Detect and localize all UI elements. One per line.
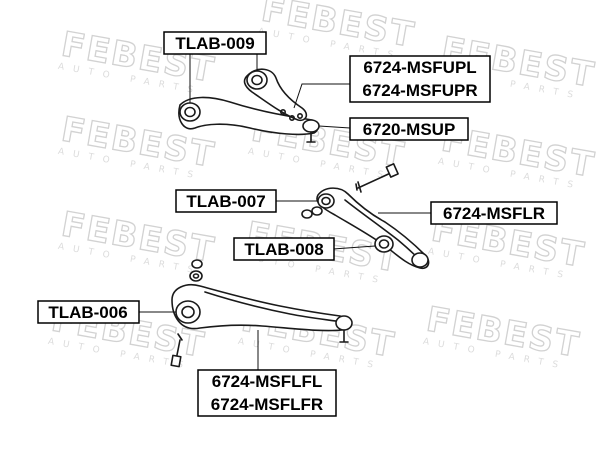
label-box bbox=[175, 189, 277, 213]
label-text: TLAB-006 bbox=[48, 303, 127, 322]
rear-arm-bushing-top-inner bbox=[321, 196, 331, 206]
label-msup: 6720-MSUP bbox=[349, 117, 469, 141]
front-lower-arm bbox=[170, 259, 353, 368]
nut-hole bbox=[192, 273, 200, 279]
label-box bbox=[197, 369, 337, 417]
label-text: TLAB-008 bbox=[244, 240, 323, 259]
rear-arm-end-eye bbox=[411, 252, 429, 268]
front-bolt-head bbox=[170, 354, 182, 368]
leader-msup bbox=[318, 125, 351, 129]
rear-arm-bushing-top bbox=[317, 193, 335, 209]
label-text-msflfr: 6724-MSFLFR bbox=[211, 395, 323, 414]
upper-arm-hole bbox=[288, 115, 295, 122]
label-box bbox=[233, 237, 335, 261]
upper-arm-bushing-top-inner bbox=[251, 74, 263, 86]
upper-ball-joint-stud bbox=[306, 131, 316, 143]
upper-arm-hole bbox=[296, 113, 303, 120]
upper-arm-bushing-top bbox=[246, 70, 268, 90]
upper-arm-hole bbox=[279, 109, 286, 116]
label-msflf: 6724-MSFLFL 6724-MSFLFR bbox=[197, 369, 337, 417]
label-tlab-006: TLAB-006 bbox=[37, 300, 140, 324]
label-tlab-009: TLAB-009 bbox=[163, 31, 267, 55]
washer bbox=[301, 209, 313, 219]
label-box bbox=[349, 117, 469, 141]
rear-arm-body bbox=[316, 187, 430, 270]
label-text: TLAB-009 bbox=[175, 34, 254, 53]
label-text-msfupr: 6724-MSFUPR bbox=[362, 81, 477, 100]
rear-arm-bushing-lower bbox=[374, 235, 394, 253]
front-bolt-tip bbox=[177, 333, 183, 341]
front-ball-joint bbox=[335, 315, 353, 331]
label-box bbox=[349, 55, 491, 103]
bolt-head bbox=[385, 163, 399, 178]
label-tlab-007: TLAB-007 bbox=[175, 189, 277, 213]
leader-lines bbox=[139, 50, 431, 370]
upper-control-arm bbox=[178, 68, 320, 143]
label-box bbox=[37, 300, 140, 324]
upper-arm-bushing-left bbox=[179, 102, 201, 122]
label-text: TLAB-007 bbox=[186, 192, 265, 211]
front-arm-bushing bbox=[175, 300, 201, 324]
label-text-msflfl: 6724-MSFLFL bbox=[212, 372, 323, 391]
front-arm-rib bbox=[204, 291, 343, 323]
label-text-msfupl: 6724-MSFUPL bbox=[363, 58, 476, 77]
label-tlab-008: TLAB-008 bbox=[233, 237, 335, 261]
washer bbox=[311, 206, 323, 216]
label-msfup: 6724-MSFUPL 6724-MSFUPR bbox=[349, 55, 491, 103]
front-ball-joint-stud bbox=[339, 329, 349, 343]
upper-arm-bushing-left-inner bbox=[184, 106, 196, 118]
front-arm-bushing-inner bbox=[181, 305, 195, 319]
upper-ball-joint bbox=[302, 119, 320, 133]
leader-tlab-008 bbox=[332, 245, 376, 250]
label-text: 6720-MSUP bbox=[363, 120, 456, 139]
upper-arm-body bbox=[178, 96, 319, 136]
rear-lower-arm bbox=[301, 163, 430, 270]
label-text: 6724-MSFLR bbox=[443, 204, 545, 223]
leader-msfup bbox=[293, 83, 350, 109]
nut bbox=[189, 270, 203, 282]
bolt-thread bbox=[355, 181, 362, 193]
label-msflr: 6724-MSFLR bbox=[430, 201, 558, 225]
rear-arm-bushing-lower-inner bbox=[378, 239, 390, 249]
nut bbox=[191, 259, 203, 269]
label-box bbox=[430, 201, 558, 225]
label-box bbox=[163, 31, 267, 55]
